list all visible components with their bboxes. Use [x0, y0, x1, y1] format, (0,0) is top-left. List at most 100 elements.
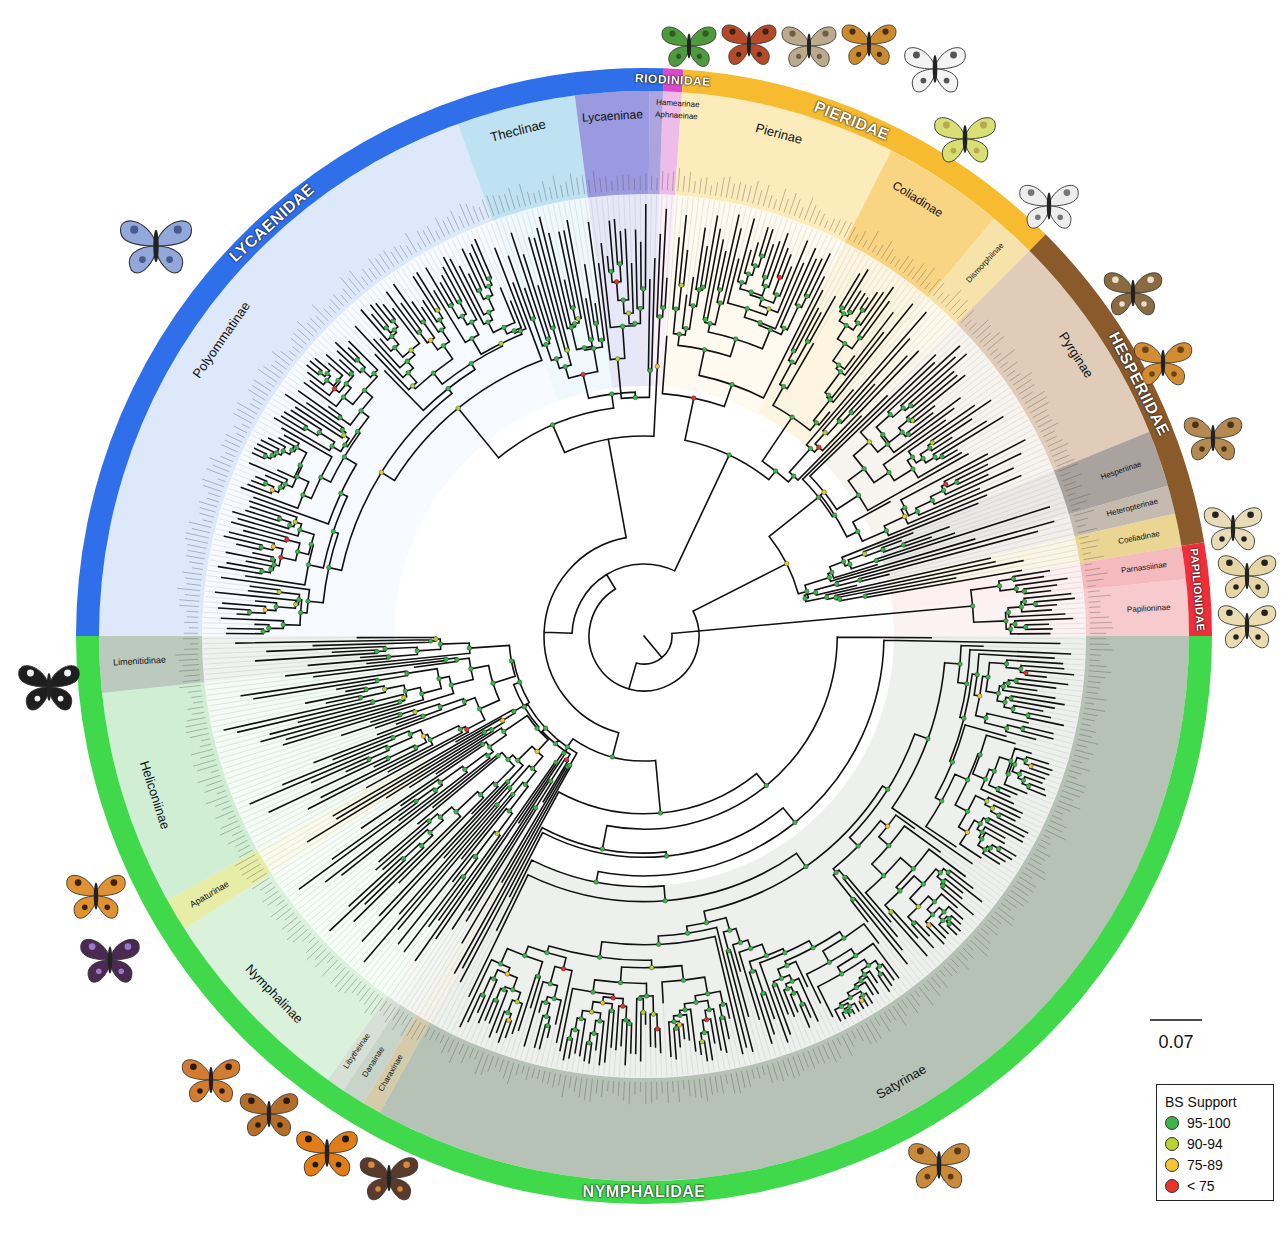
support-dot: [926, 736, 931, 741]
butterfly: [909, 1144, 970, 1188]
support-dot: [790, 415, 795, 420]
support-dot: [1018, 667, 1023, 672]
support-dot: [804, 294, 809, 299]
support-dot: [848, 995, 853, 1000]
support-dot: [270, 453, 275, 458]
support-dot: [779, 976, 784, 981]
support-dot: [266, 626, 271, 631]
support-dot: [938, 870, 943, 875]
support-dot: [856, 321, 861, 326]
support-dot: [783, 951, 788, 956]
support-dot: [597, 955, 602, 960]
support-dot: [576, 316, 581, 321]
support-dot: [633, 395, 638, 400]
support-dot: [463, 767, 468, 772]
support-dot: [317, 430, 322, 435]
support-dot: [848, 310, 853, 315]
support-dot: [594, 321, 599, 326]
legend-row: 95-100: [1165, 1115, 1267, 1131]
support-dot: [331, 529, 336, 534]
support-dot: [512, 709, 517, 714]
support-dot: [274, 451, 279, 456]
support-dot: [644, 994, 649, 999]
butterfly: [120, 221, 191, 273]
support-dot: [874, 558, 879, 563]
support-dot: [790, 979, 795, 984]
support-dot: [429, 338, 434, 343]
support-dot: [496, 753, 501, 758]
support-dot: [983, 777, 988, 782]
legend-row: 75-89: [1165, 1157, 1267, 1173]
support-dot: [774, 293, 779, 298]
support-dot: [417, 330, 422, 335]
subfamily-band: [575, 91, 650, 198]
tip-lines: [203, 195, 1085, 1077]
support-dot: [978, 821, 983, 826]
family-ring: [1182, 542, 1212, 636]
support-dot: [461, 874, 466, 879]
support-dot: [298, 610, 303, 615]
support-dot: [933, 455, 938, 460]
support-dot: [985, 818, 990, 823]
support-dot: [342, 455, 347, 460]
support-dot: [898, 889, 903, 894]
support-dot: [367, 757, 372, 762]
support-dot: [487, 745, 492, 750]
support-dot: [862, 552, 867, 557]
support-dot: [342, 443, 347, 448]
support-dot: [977, 694, 982, 699]
support-dot: [383, 647, 388, 652]
support-dot: [857, 578, 862, 583]
support-dot: [599, 338, 604, 343]
support-dot: [803, 596, 808, 601]
support-dot: [791, 474, 796, 479]
support-dot: [970, 604, 975, 609]
support-dot: [391, 735, 396, 740]
support-dot: [856, 493, 861, 498]
support-dot: [1023, 758, 1028, 763]
support-dot: [859, 978, 864, 983]
support-dot: [655, 364, 660, 369]
support-dot: [965, 830, 970, 835]
support-dot: [702, 347, 707, 352]
support-dot: [568, 1036, 573, 1041]
support-dot: [391, 319, 396, 324]
support-dot: [409, 348, 414, 353]
support-dot: [881, 432, 886, 437]
support-dot: [677, 1022, 682, 1027]
support-dot: [781, 384, 786, 389]
support-dot: [336, 378, 341, 383]
support-dot: [772, 982, 777, 987]
support-dot: [822, 490, 827, 495]
support-dot: [813, 590, 818, 595]
support-dot: [965, 778, 970, 783]
legend-text: 75-89: [1187, 1157, 1223, 1173]
support-dot: [626, 311, 631, 316]
support-dot: [486, 295, 491, 300]
support-dot: [456, 406, 461, 411]
support-dot: [884, 528, 889, 533]
support-dot: [739, 280, 744, 285]
support-dot: [536, 974, 541, 979]
support-dot: [1023, 625, 1028, 630]
support-dot: [941, 488, 946, 493]
support-dot: [826, 393, 831, 398]
support-dot: [554, 357, 559, 362]
support-dot: [410, 384, 415, 389]
butterfly: [1218, 606, 1275, 648]
support-dot: [888, 412, 893, 417]
support-dot: [384, 326, 389, 331]
support-dot: [274, 604, 279, 609]
support-dot: [829, 570, 834, 575]
support-dot: [703, 317, 708, 322]
support-dot: [750, 969, 755, 974]
support-dot: [486, 753, 491, 758]
support-dot: [263, 454, 268, 459]
support-dot: [306, 562, 311, 567]
support-dot: [921, 456, 926, 461]
clade-name: NYMPHALIDAE: [583, 1183, 706, 1201]
support-dot: [1029, 764, 1034, 769]
support-dot: [1014, 587, 1019, 592]
support-dot: [834, 582, 839, 587]
support-dot: [856, 844, 861, 849]
